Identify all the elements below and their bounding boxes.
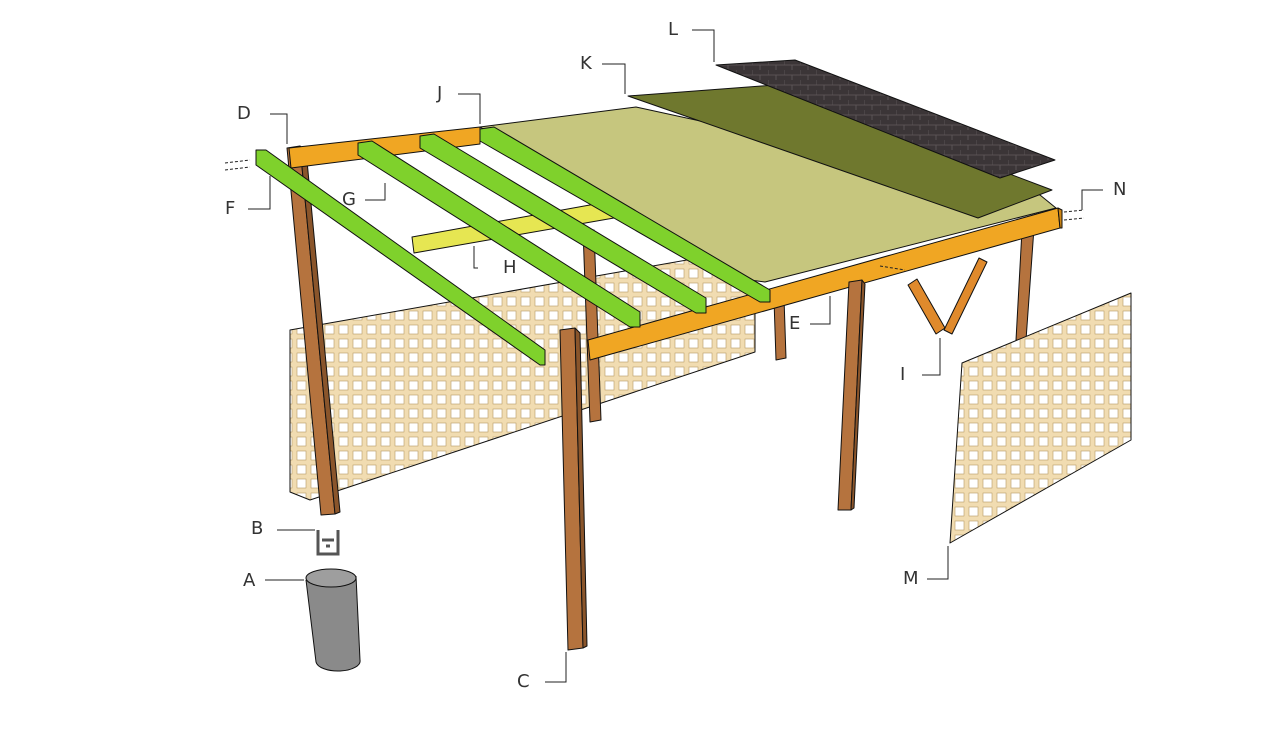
label-c: C — [517, 671, 530, 692]
label-b: B — [251, 518, 264, 539]
label-h: H — [503, 257, 517, 278]
leader-lines — [248, 29, 1103, 683]
label-d: D — [237, 103, 251, 124]
label-k: K — [580, 53, 592, 74]
label-g: G — [342, 189, 356, 210]
rafters — [255, 126, 771, 366]
post-left — [286, 145, 341, 516]
roofing-felt — [627, 84, 1053, 219]
label-e: E — [789, 313, 801, 334]
post-front-middle — [559, 327, 588, 651]
post-bracket — [316, 530, 340, 556]
label-j: J — [437, 83, 443, 104]
label-i: I — [900, 364, 906, 385]
front-beam — [587, 207, 1063, 361]
label-a: A — [243, 570, 256, 591]
concrete-footing — [305, 568, 361, 672]
fastener-marks — [224, 159, 1085, 271]
label-m: M — [903, 568, 919, 589]
label-n: N — [1113, 179, 1127, 200]
lattice-panel-right — [949, 292, 1132, 544]
label-f: F — [225, 198, 236, 219]
label-l: L — [668, 19, 679, 40]
roof-shingles — [715, 59, 1056, 179]
knee-brace — [907, 257, 988, 335]
post-front-right — [837, 279, 866, 511]
